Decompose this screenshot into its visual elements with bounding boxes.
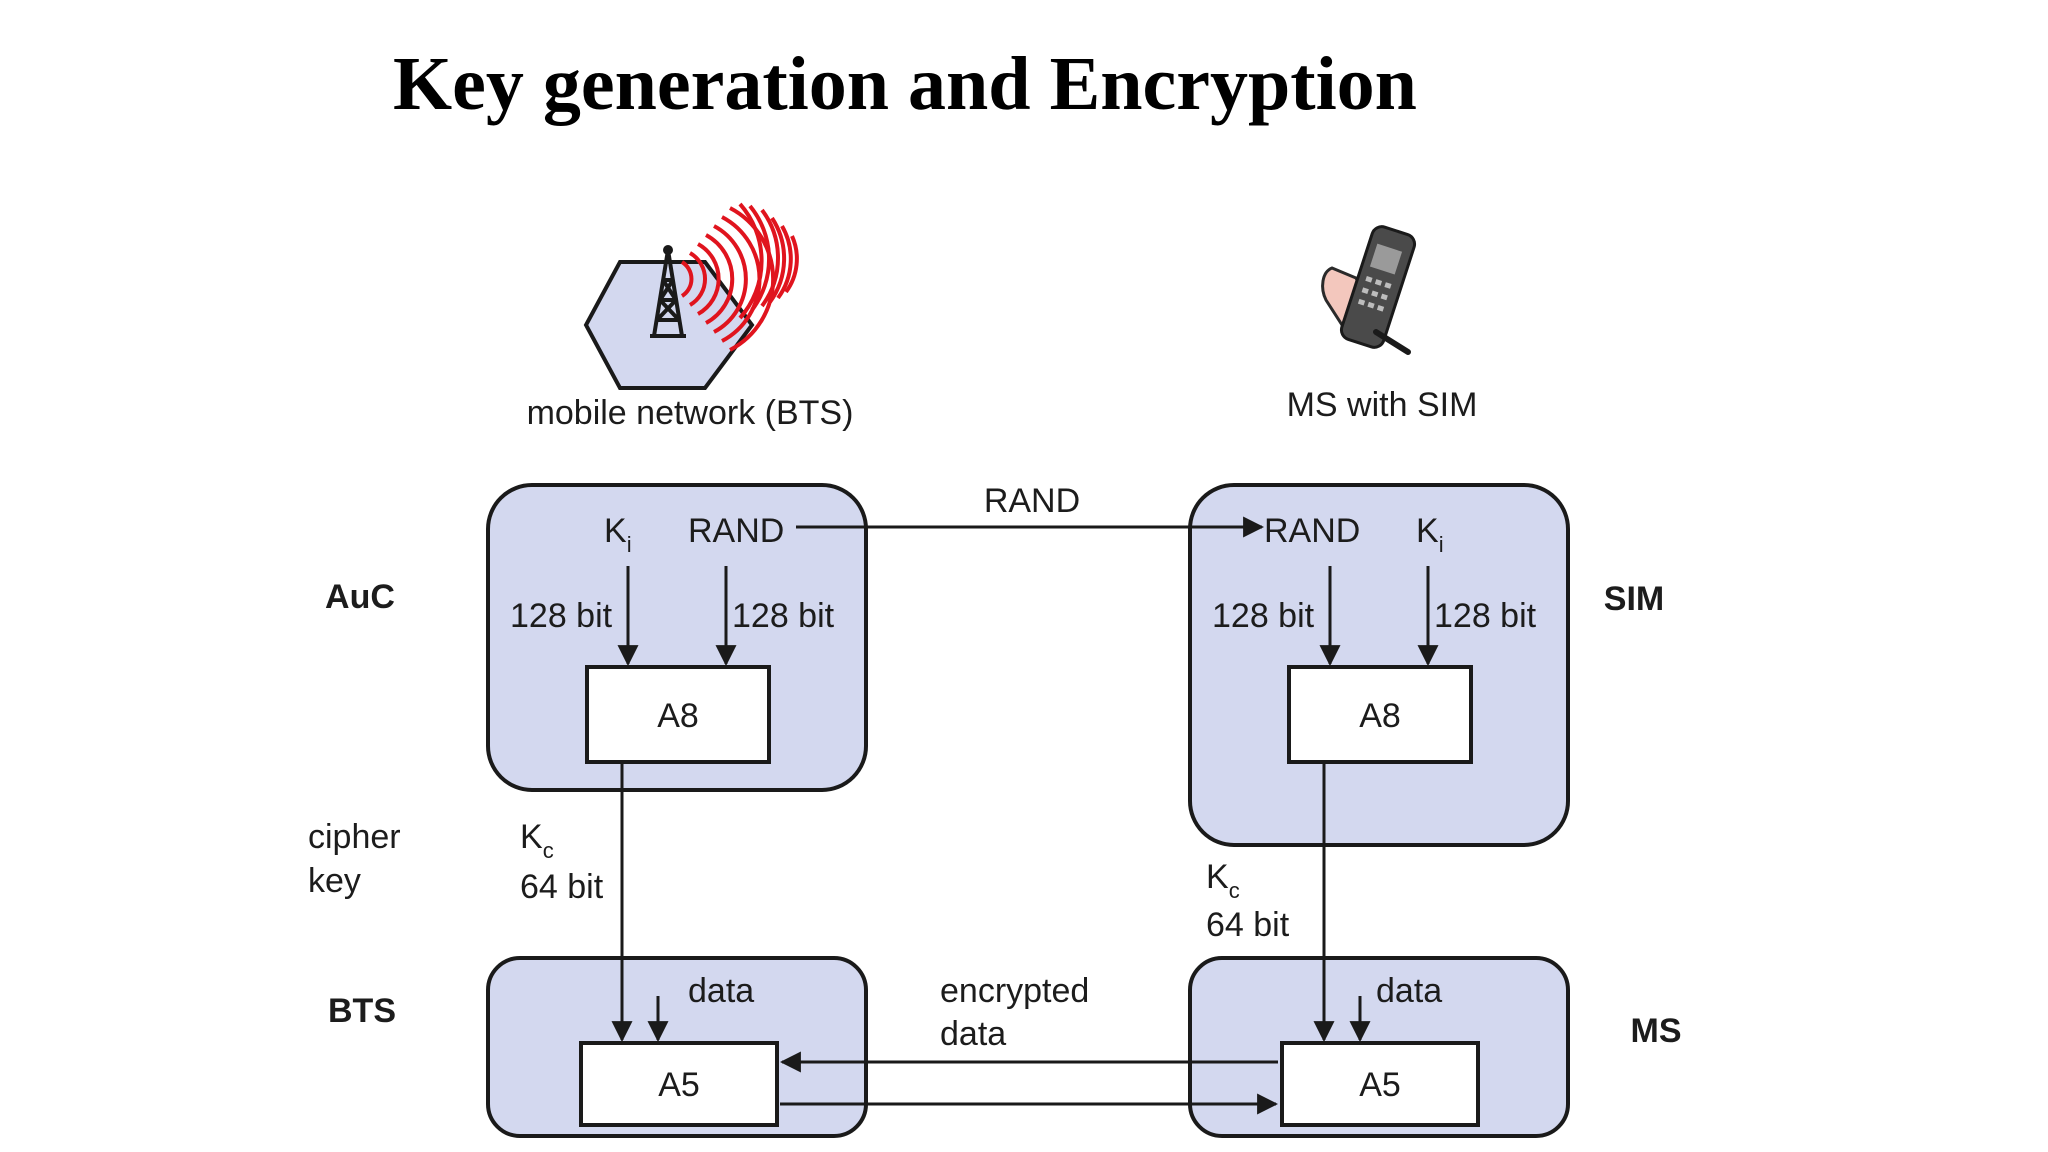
bts-label: BTS xyxy=(328,992,396,1030)
auc-ki-bits: 128 bit xyxy=(510,597,613,635)
auc-panel xyxy=(486,483,868,792)
sim-ki-bits: 128 bit xyxy=(1434,597,1537,635)
network-caption: mobile network (BTS) xyxy=(527,394,854,432)
mobile-phone-icon xyxy=(1321,225,1417,355)
ms-kc-label: Kc xyxy=(1206,858,1240,903)
auc-a8-label: A8 xyxy=(657,697,699,735)
bts-tower-icon xyxy=(583,202,799,390)
sim-rand-bits: 128 bit xyxy=(1212,597,1315,635)
bts-data-label: data xyxy=(688,972,754,1010)
rand-channel-label: RAND xyxy=(984,482,1080,520)
bts-kc-label: Kc xyxy=(520,818,554,863)
bts-kc-bits: 64 bit xyxy=(520,868,604,906)
auc-a8-box xyxy=(585,665,771,764)
ms-label: MS xyxy=(1631,1012,1682,1050)
ms-a5-box xyxy=(1280,1041,1480,1127)
ms-a5-label: A5 xyxy=(1359,1066,1401,1104)
auc-rand-bits: 128 bit xyxy=(732,597,835,635)
sim-a8-box xyxy=(1287,665,1473,764)
sim-ki-label: Ki xyxy=(1416,512,1444,557)
bts-a5-box xyxy=(579,1041,779,1127)
auc-rand-label: RAND xyxy=(688,512,784,550)
cipher-key-label-line2: key xyxy=(308,862,361,900)
page-title: Key generation and Encryption xyxy=(393,42,1417,126)
encrypted-data-label-line1: encrypted xyxy=(940,972,1089,1010)
sim-label: SIM xyxy=(1604,580,1664,618)
cipher-key-label-line1: cipher xyxy=(308,818,401,856)
sim-a8-label: A8 xyxy=(1359,697,1401,735)
ms-kc-bits: 64 bit xyxy=(1206,906,1290,944)
ms-data-label: data xyxy=(1376,972,1442,1010)
auc-ki-label: Ki xyxy=(604,512,632,557)
encrypted-data-label-line2: data xyxy=(940,1015,1006,1053)
ms-caption: MS with SIM xyxy=(1287,386,1478,424)
auc-label: AuC xyxy=(325,578,395,616)
bts-a5-label: A5 xyxy=(658,1066,700,1104)
sim-rand-label: RAND xyxy=(1264,512,1360,550)
